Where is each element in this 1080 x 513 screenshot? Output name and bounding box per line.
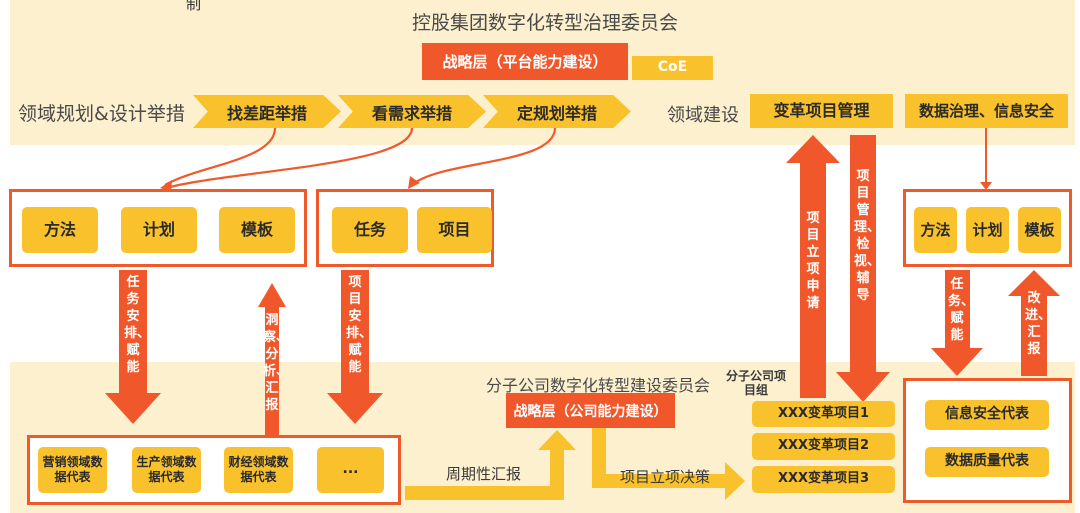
committee-title: 控股集团数字化转型治理委员会: [412, 12, 679, 34]
rep-finance: 财经领域数据代表: [224, 447, 293, 493]
sub-committee-title: 分子公司数字化转型建设委员会: [486, 376, 711, 395]
arrow-right-task: [931, 270, 983, 376]
domain-planning-label: 领域规划&设计举措: [18, 103, 185, 125]
project-box: 项目: [417, 207, 492, 253]
arrow-project-decision: [592, 428, 745, 500]
right-plan-box: 计划: [966, 207, 1009, 253]
curve-arrowhead-mid: [408, 176, 420, 189]
arrow-periodic-report: [405, 430, 576, 500]
label-project-assign: 项目安排、赋能: [346, 275, 373, 375]
label-project-apply: 项目立项申请: [806, 211, 820, 311]
strategy-platform-box: 战略层（平台能力建设）: [422, 43, 628, 80]
curve-arrowhead-left: [160, 180, 172, 192]
change-mgmt-box: 变革项目管理: [750, 94, 893, 128]
strategy-company-box: 战略层（公司能力建设）: [506, 393, 675, 428]
sub-project-group-label: 分子公司项目组: [726, 369, 787, 397]
domain-build-label: 领域建设: [667, 105, 739, 126]
security-rep-box: 信息安全代表: [925, 400, 1049, 430]
label-right-improve: 改进、汇报: [1025, 291, 1052, 357]
plan-box: 计划: [121, 207, 197, 253]
chevron-demand-measures: 看需求举措: [338, 95, 486, 128]
arrow-project-assign: [327, 270, 383, 424]
arrow-right-improve: [1008, 270, 1060, 376]
quality-rep-box: 数据质量代表: [925, 447, 1049, 477]
arrow-insight: [258, 283, 286, 436]
label-insight: 洞察、分析、汇报: [263, 313, 290, 413]
rep-production: 生产领域数据代表: [132, 447, 201, 493]
method-box: 方法: [22, 207, 98, 253]
reps-security-quality-frame: [903, 378, 1072, 503]
right-method-box: 方法: [914, 207, 957, 253]
rep-more: ...: [317, 447, 384, 493]
chevron-plan-measures: 定规划举措: [483, 95, 631, 128]
task-box: 任务: [332, 207, 408, 253]
change-project-2: XXX变革项目2: [752, 433, 895, 460]
project-decision-label: 项目立项决策: [620, 468, 711, 486]
arrow-project-manage: [836, 135, 890, 402]
chevron-gap-measures: 找差距举措: [193, 95, 341, 128]
periodic-report-label: 周期性汇报: [446, 465, 522, 483]
coe-box: CoE: [632, 56, 713, 80]
right-template-box: 模板: [1018, 207, 1061, 253]
curve-demand-to-frame: [169, 127, 414, 189]
data-governance-box: 数据治理、信息安全: [905, 94, 1068, 128]
arrow-task-assign: [105, 270, 161, 424]
arrow-project-apply: [786, 135, 840, 398]
arrowhead-governance-to-right: [980, 182, 992, 190]
change-project-1: XXX变革项目1: [752, 401, 895, 427]
curve-gap-to-frame: [164, 127, 277, 186]
rep-marketing: 营销领域数据代表: [38, 447, 107, 493]
template-box: 模板: [219, 207, 295, 253]
top-cut-text: 制: [186, 0, 202, 13]
label-task-assign: 任务安排、赋能: [124, 275, 151, 375]
label-project-manage: 项目管理、检视、辅导: [854, 169, 881, 303]
change-project-3: XXX变革项目3: [752, 466, 895, 493]
label-right-task: 任务、赋能: [948, 277, 975, 343]
curve-plan-to-mid: [411, 127, 557, 186]
